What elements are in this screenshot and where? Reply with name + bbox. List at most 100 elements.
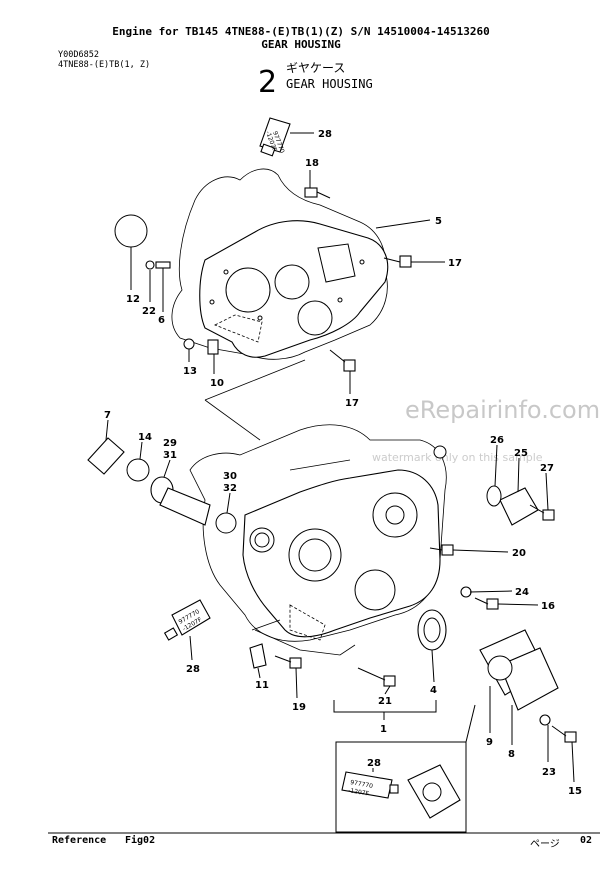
callout-31: 31 [163,450,177,461]
o-ring-12 [114,214,148,248]
gear-case-gasket-outline [171,168,388,360]
footer-page-number: 02 [580,835,593,846]
callout-1: 1 [380,724,387,735]
callout-12: 12 [126,294,140,305]
housing-bore-lower [354,569,396,611]
plate-hidden-edge [214,314,263,343]
stud-6 [155,261,171,269]
page-header-subtitle: GEAR HOUSING [261,38,341,51]
plate-hole [359,259,365,265]
callout-32: 32 [223,483,237,494]
callout-18: 18 [305,158,319,169]
housing-boss [433,445,447,459]
callout-8: 8 [508,749,515,760]
callout-10: 10 [210,378,224,389]
dowel-pin-10 [207,339,219,355]
bolt-18 [304,187,331,199]
callout-13: 13 [183,366,197,377]
sealant-tube-inset: 977770 -1207F [341,771,399,799]
oil-filler-cap [87,437,125,475]
bolt-17-lower [329,349,356,372]
model-code: 4TNE88-(E)TB(1, Z) [58,60,151,70]
plate-hole [257,315,263,321]
callout-16: 16 [541,601,555,612]
callout-28-middle: 28 [186,664,200,675]
oil-seal-inner [423,617,441,643]
o-ring-13 [183,338,195,350]
callout-23: 23 [542,767,556,778]
bolt-27 [529,504,555,521]
callout-27: 27 [540,463,554,474]
tube-label-1: 977770 [350,779,374,790]
footer-fig: Fig02 [125,835,156,846]
callout-17-lower: 17 [345,398,359,409]
leader-lines [105,132,575,783]
housing-bore-inner [298,538,332,572]
washer-24 [460,586,472,598]
sealant-tube-top: 977770 -1207F [259,117,291,157]
assembly-bracket-1 [333,700,437,713]
filler-o-ring-14 [126,458,150,482]
callout-24: 24 [515,587,529,598]
watermark-brand: eRepairinfo.com [405,396,601,424]
bracket-11 [249,643,267,669]
plate-hole [223,269,229,275]
section-number: 2 [258,65,277,100]
plate-bore-1 [225,267,271,313]
small-o-ring [486,485,502,507]
callout-14: 14 [138,432,152,443]
plate-bore-3 [297,300,333,336]
section-title-japanese: ギヤケース [286,61,345,75]
footer-reference: Reference [52,835,107,846]
bolt-15 [551,725,577,743]
filler-pipe [159,487,211,526]
filler-o-ring-30 [215,512,237,534]
callout-25: 25 [514,448,528,459]
cover-gasket-hole [487,655,513,681]
callout-7: 7 [104,410,111,421]
plate-bore-2 [274,264,310,300]
plate-hole [337,297,343,303]
inset-box [335,741,467,833]
housing-bore-right-inner [385,505,405,525]
plate-window [317,243,356,283]
callout-11: 11 [255,680,269,691]
housing-flange-edge [254,629,356,656]
callout-15: 15 [568,786,582,797]
callout-21: 21 [378,696,392,707]
plate-hole [209,299,215,305]
watermark-note: watermark only on this sample [372,451,543,464]
housing-hidden-edge [289,604,326,641]
callout-22: 22 [142,306,156,317]
bolt-19 [274,655,302,669]
callout-5: 5 [435,216,442,227]
callout-19: 19 [292,702,306,713]
callout-17-upper: 17 [448,258,462,269]
callout-4: 4 [430,685,437,696]
sealant-tube-middle: 977770 -1207F [163,599,211,641]
inset-gasket-shape [407,764,461,819]
callout-9: 9 [486,737,493,748]
footer-page-label: ページ [530,839,560,850]
callout-6: 6 [158,315,165,326]
callout-30: 30 [223,471,237,482]
inset-leader [465,704,476,743]
assembly-guide-lines [204,359,351,631]
callout-20: 20 [512,548,526,559]
drawing-code: Y00D6852 [58,50,99,60]
callout-29: 29 [163,438,177,449]
washer-22 [145,260,155,270]
callout-28-inset: 28 [367,758,381,769]
tube-label-2: -1207F [348,787,370,798]
bolt-21 [357,667,396,687]
washer-23 [539,714,551,726]
callout-28-top: 28 [318,129,332,140]
page-header-title: Engine for TB145 4TNE88-(E)TB(1)(Z) S/N … [112,25,490,38]
section-title-english: GEAR HOUSING [286,77,373,91]
bolt-16 [474,597,499,610]
cover-plate [499,647,559,711]
gear-housing-body [242,469,441,638]
callout-26: 26 [490,435,504,446]
housing-oil-filler-inner [254,532,270,548]
